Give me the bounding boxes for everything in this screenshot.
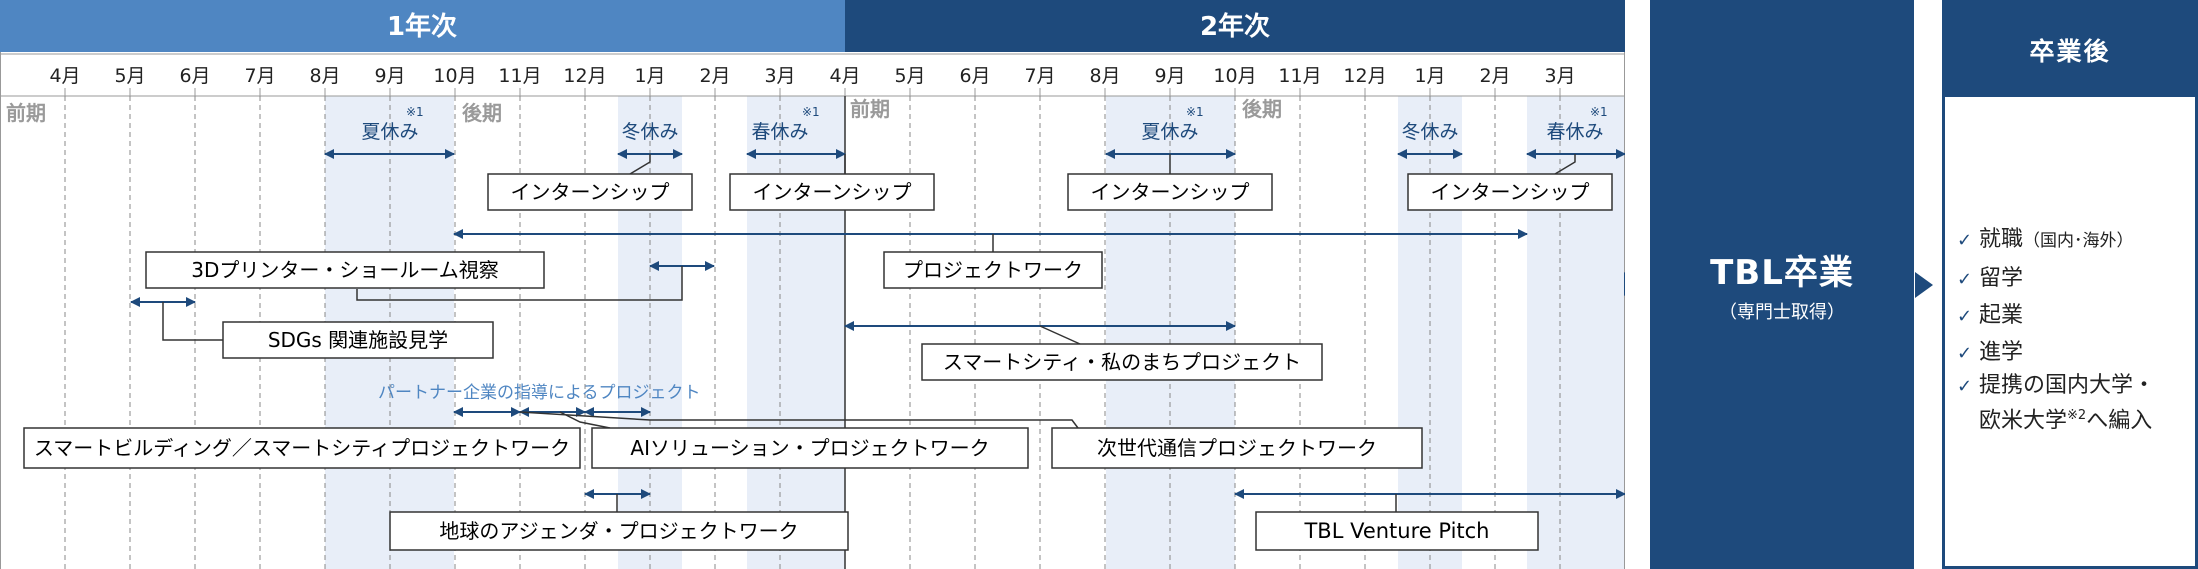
year1-header-bg — [0, 0, 845, 52]
break-label-spring1: 春休み — [751, 121, 808, 143]
month-label: 5月 — [894, 65, 925, 87]
internship-box-4: インターンシップ — [1431, 180, 1590, 204]
break-note: ※1 — [802, 105, 820, 119]
list-item: ✓就職（国内･海外） — [1957, 221, 2155, 260]
smart-city-mine-box: スマートシティ・私のまちプロジェクト — [943, 350, 1301, 374]
break-note: ※1 — [406, 105, 424, 119]
term-label: 後期 — [1242, 97, 1282, 121]
arrow-to-after-icon — [1915, 272, 1933, 298]
list-item: ✓提携の国内大学・欧米大学※2へ編入 — [1957, 373, 2156, 434]
factory-3d-box: 3Dプリンター・ショールーム視察 — [191, 258, 499, 282]
month-label: 4月 — [829, 65, 860, 87]
check-icon: ✓ — [1957, 230, 1973, 251]
month-labels: 4月 5月 6月 7月 8月 9月 10月 11月 12月 1月 2月 3月 4月 5月 6月 7月 8月 9月 1… — [49, 65, 1575, 87]
check-icon: ✓ — [1957, 269, 1973, 290]
year1-header: 1年次 — [387, 11, 457, 42]
month-label: 12月 — [1343, 65, 1386, 87]
internship-box-1: インターンシップ — [511, 180, 670, 204]
break-note: ※1 — [1186, 105, 1204, 119]
check-icon: ✓ — [1957, 343, 1973, 364]
term-label: 後期 — [462, 101, 502, 125]
timeline-diagram: 1年次 2年次 4月 5月 6月 7月 8月 9月 10月 11月 12月 1月 2月 3月 4月 5月 6… — [0, 0, 1625, 569]
after-list: ✓就職（国内･海外） ✓留学 ✓起業 ✓進学 ✓提携の国内大学・欧米大学※2へ編… — [1957, 221, 2155, 436]
venture-pitch-box: TBL Venture Pitch — [1303, 519, 1489, 543]
smart-building-box: スマートビルディング／スマートシティプロジェクトワーク — [34, 436, 570, 460]
check-icon: ✓ — [1957, 376, 1973, 397]
month-label: 4月 — [49, 65, 80, 87]
term-label: 前期 — [850, 97, 890, 121]
after-graduation-panel: 卒業後 ✓就職（国内･海外） ✓留学 ✓起業 ✓進学 ✓提携の国内大学・欧米大学… — [1942, 0, 2198, 569]
month-label: 10月 — [433, 65, 476, 87]
month-label: 11月 — [498, 65, 541, 87]
list-item: ✓留学 — [1957, 260, 2155, 297]
month-label: 8月 — [1089, 65, 1120, 87]
graduation-panel: TBL卒業 （専門士取得） — [1650, 0, 1914, 569]
month-label: 6月 — [959, 65, 990, 87]
ai-solution-box: AIソリューション・プロジェクトワーク — [630, 436, 989, 460]
list-item: ✓進学 — [1957, 334, 2155, 371]
break-label-winter1: 冬休み — [621, 121, 678, 143]
term-label: 前期 — [6, 101, 46, 125]
connectors — [162, 154, 1576, 512]
month-label: 2月 — [699, 65, 730, 87]
partner-note: パートナー企業の指導によるプロジェクト — [378, 383, 701, 403]
month-label: 9月 — [374, 65, 405, 87]
month-label: 7月 — [1024, 65, 1055, 87]
month-label: 1月 — [1414, 65, 1445, 87]
break-label-winter2: 冬休み — [1401, 121, 1458, 143]
month-label: 8月 — [309, 65, 340, 87]
month-ticks — [64, 88, 1561, 96]
month-label: 5月 — [114, 65, 145, 87]
project-work-box: プロジェクトワーク — [903, 258, 1083, 282]
earth-agenda-box: 地球のアジェンダ・プロジェクトワーク — [439, 519, 798, 543]
check-icon: ✓ — [1957, 306, 1973, 327]
internship-box-3: インターンシップ — [1091, 180, 1250, 204]
month-label: 12月 — [563, 65, 606, 87]
break-label-summer2: 夏休み — [1141, 121, 1198, 143]
month-label: 2月 — [1479, 65, 1510, 87]
list-item: ✓起業 — [1957, 297, 2155, 334]
month-label: 3月 — [1544, 65, 1575, 87]
break-label-spring2: 春休み — [1546, 121, 1603, 143]
internship-box-2: インターンシップ — [753, 180, 912, 204]
break-note: ※1 — [1590, 105, 1608, 119]
after-title: 卒業後 — [1945, 3, 2195, 97]
graduation-subtitle: （専門士取得） — [1719, 302, 1845, 323]
next-gen-box: 次世代通信プロジェクトワーク — [1097, 436, 1377, 460]
graduation-title: TBL卒業 — [1710, 253, 1854, 293]
month-label: 3月 — [764, 65, 795, 87]
sdgs-box: SDGs 関連施設見学 — [268, 328, 448, 352]
break-label-summer1: 夏休み — [361, 121, 418, 143]
month-label: 6月 — [179, 65, 210, 87]
year2-header: 2年次 — [1200, 11, 1270, 42]
month-label: 10月 — [1213, 65, 1256, 87]
month-label: 9月 — [1154, 65, 1185, 87]
month-label: 1月 — [634, 65, 665, 87]
month-label: 11月 — [1278, 65, 1321, 87]
arrow-to-graduation-icon — [1624, 272, 1625, 296]
year2-header-bg — [845, 0, 1625, 52]
month-label: 7月 — [244, 65, 275, 87]
